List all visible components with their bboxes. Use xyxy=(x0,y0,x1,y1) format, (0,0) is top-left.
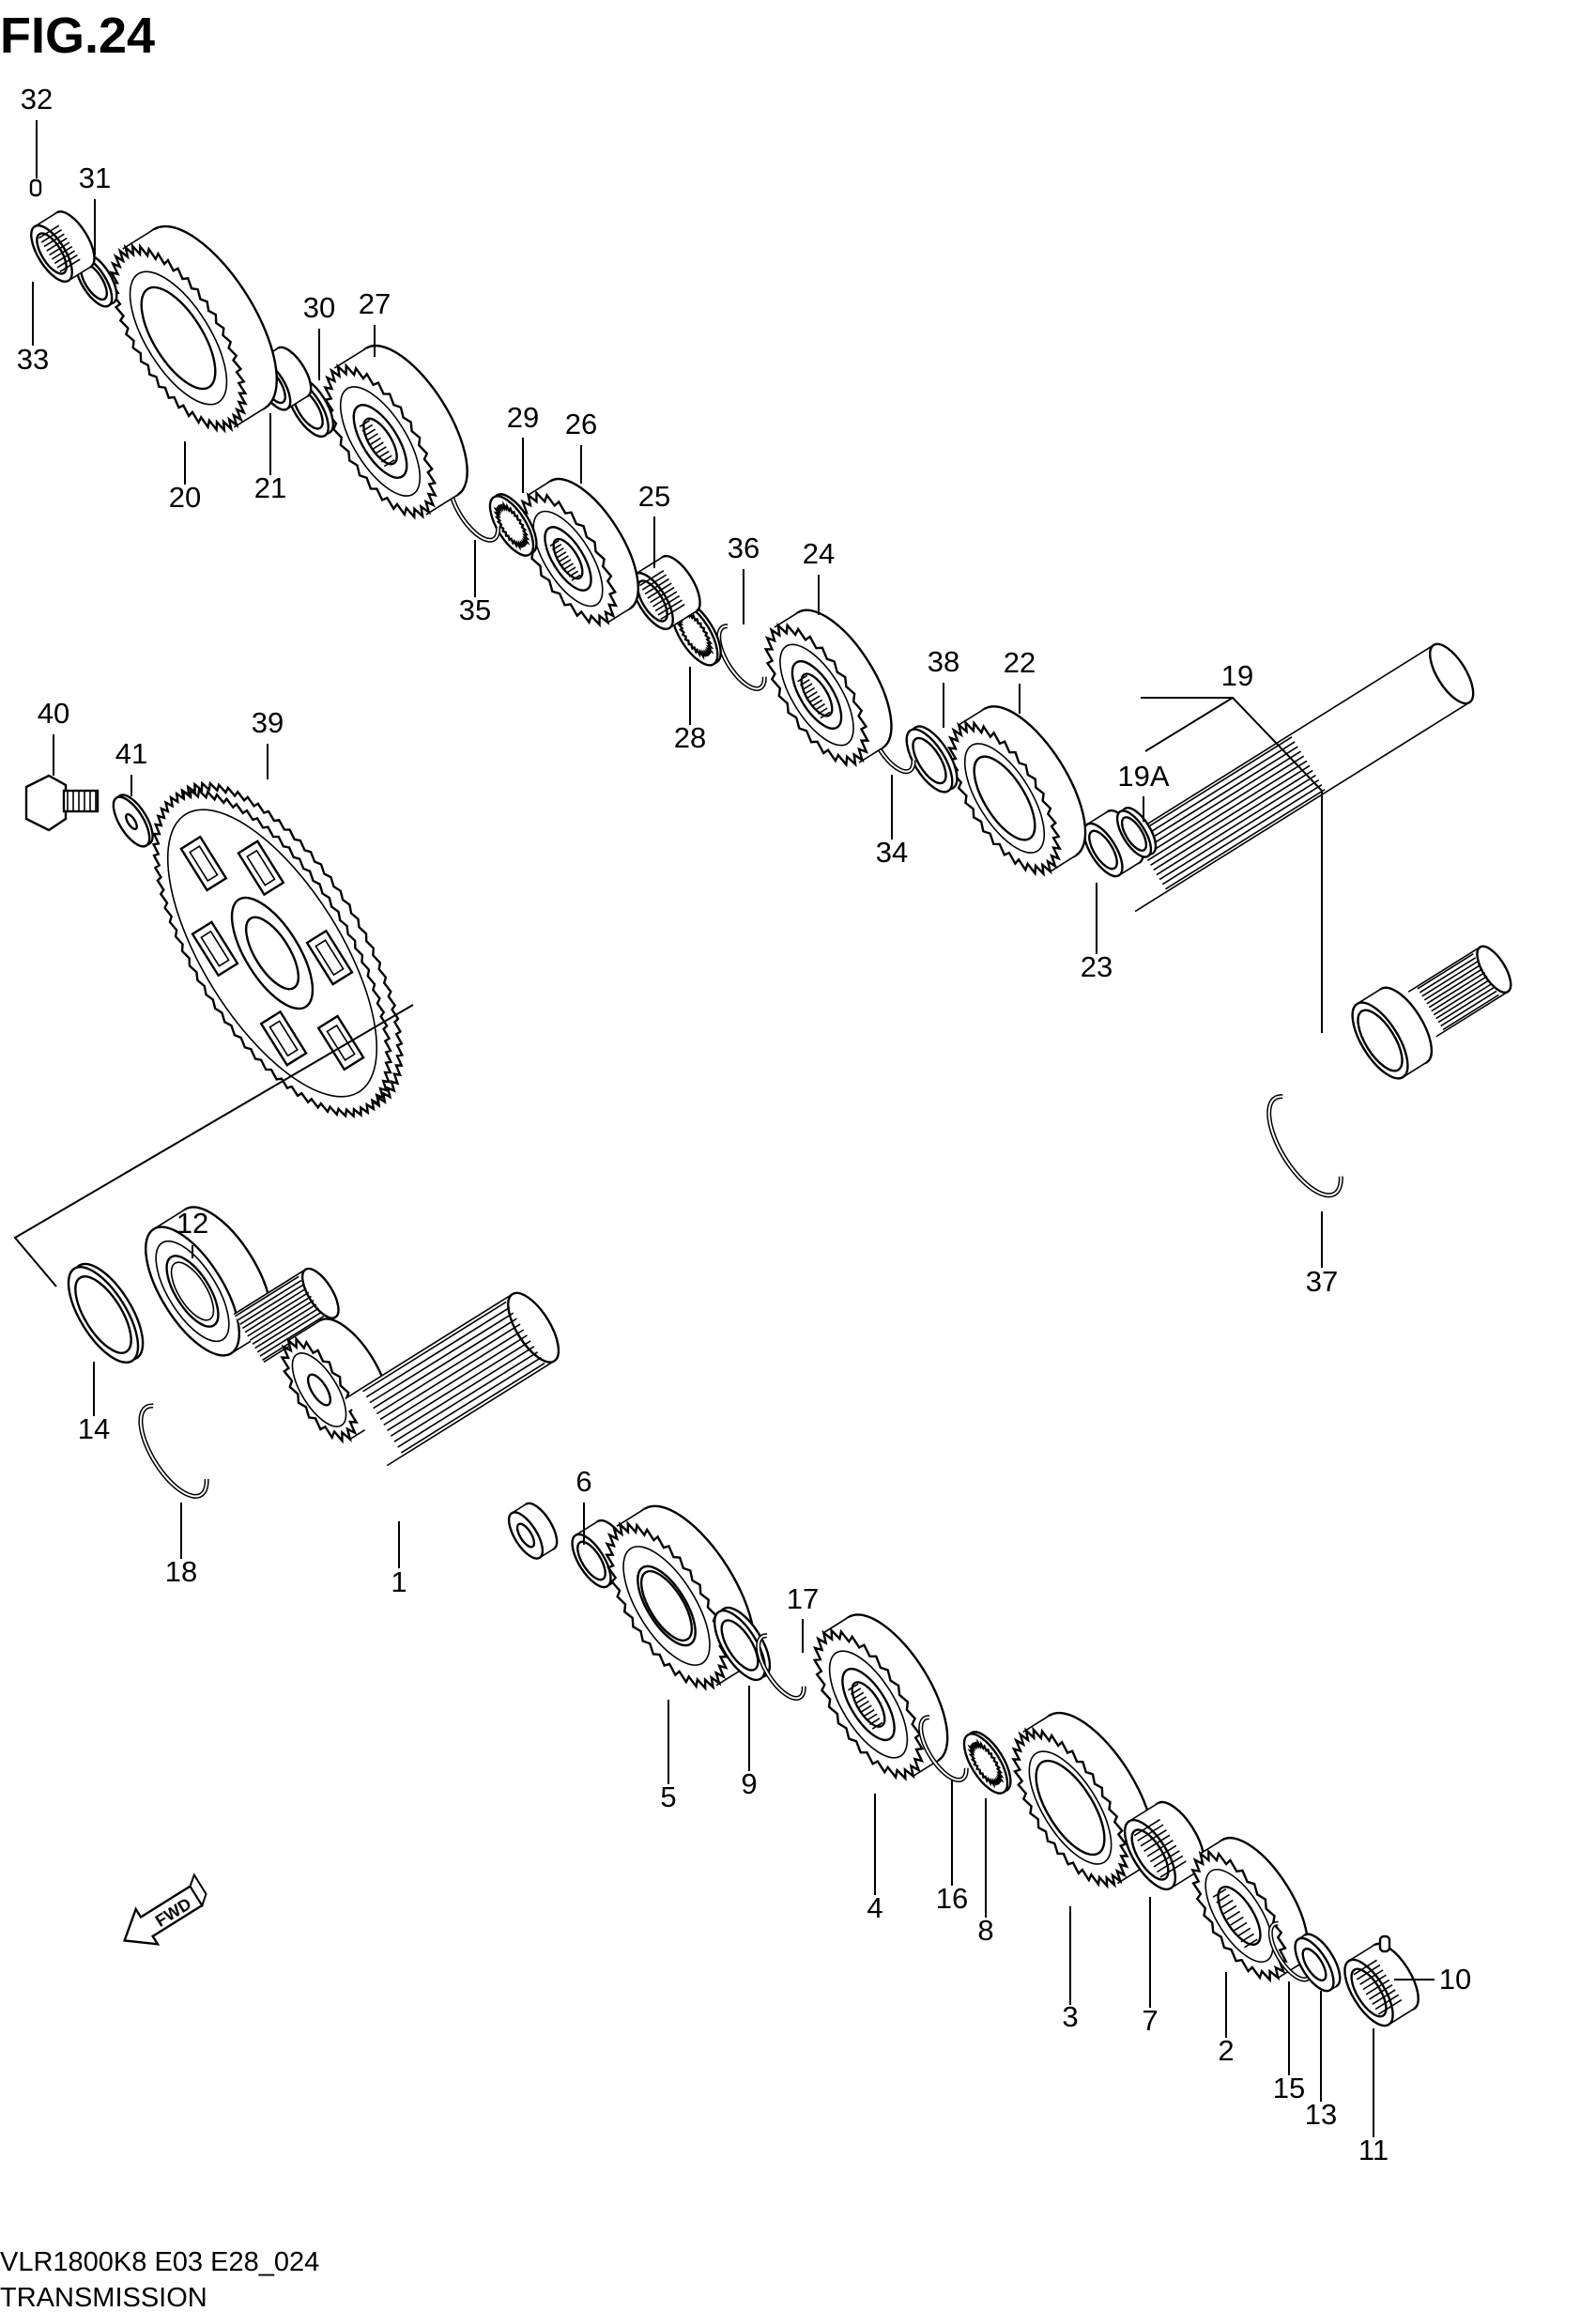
gear-24 xyxy=(763,609,893,768)
callout-31: 31 xyxy=(79,162,111,194)
callout-1: 1 xyxy=(391,1565,407,1598)
callout-23: 23 xyxy=(1081,950,1113,983)
callout-12: 12 xyxy=(176,1207,208,1240)
circlip-16 xyxy=(918,1715,969,1782)
callout-22: 22 xyxy=(1004,646,1036,679)
gear-26 xyxy=(517,477,640,628)
callout-8: 8 xyxy=(977,1914,993,1947)
callout-40: 40 xyxy=(38,697,69,730)
gear-20 xyxy=(109,224,278,434)
gear-2 xyxy=(1190,1836,1310,1983)
callout-18: 18 xyxy=(165,1555,197,1588)
c-ring-37 xyxy=(1266,1094,1343,1198)
callout-28: 28 xyxy=(674,721,706,754)
callout-17: 17 xyxy=(787,1582,819,1615)
bracket-19 xyxy=(1141,697,1323,1033)
callout-3: 3 xyxy=(1062,2000,1078,2033)
callout-27: 27 xyxy=(359,287,391,320)
callout-32: 32 xyxy=(21,83,53,116)
callout-19a: 19A xyxy=(1117,760,1169,793)
bolt-40 xyxy=(24,774,100,832)
model-code: VLR1800K8 E03 E28_024 xyxy=(0,2247,319,2277)
shaft-19-collar xyxy=(1351,986,1434,1080)
shaft-1-end xyxy=(507,1502,559,1560)
callout-11: 11 xyxy=(1358,2134,1389,2166)
circlip-17 xyxy=(756,1633,806,1701)
gear-27 xyxy=(323,344,468,520)
callout-24: 24 xyxy=(803,537,835,570)
callout-21: 21 xyxy=(254,471,286,504)
callout-19: 19 xyxy=(1221,659,1253,692)
callout-37: 37 xyxy=(1306,1265,1338,1298)
callout-2: 2 xyxy=(1218,2034,1234,2067)
callout-29: 29 xyxy=(507,401,539,434)
part-drawings xyxy=(13,178,1512,2027)
oil-seal-14 xyxy=(67,1262,145,1364)
shaft-19 xyxy=(1098,642,1475,913)
callout-13: 13 xyxy=(1305,2098,1337,2131)
callout-38: 38 xyxy=(928,645,959,678)
callout-41: 41 xyxy=(115,737,147,770)
pin-32 xyxy=(29,178,42,197)
lock-washer-29 xyxy=(488,493,538,557)
callout-26: 26 xyxy=(565,408,597,440)
pin-10 xyxy=(1378,1934,1391,1953)
callout-10: 10 xyxy=(1439,1963,1471,1996)
callout-20: 20 xyxy=(169,481,201,514)
section-name: TRANSMISSION xyxy=(0,2283,207,2312)
callout-25: 25 xyxy=(638,480,670,513)
washer-9 xyxy=(713,1606,772,1682)
callout-16: 16 xyxy=(936,1882,968,1915)
callout-30: 30 xyxy=(303,291,335,324)
shaft-1-front xyxy=(233,1267,340,1364)
gear-4 xyxy=(812,1613,949,1781)
shaft-1 xyxy=(345,1291,560,1467)
callout-39: 39 xyxy=(252,706,284,739)
gear-5 xyxy=(605,1504,756,1691)
washer-38 xyxy=(905,725,959,794)
fwd-arrow-icon: FWD xyxy=(122,1873,207,1946)
bearing-12 xyxy=(144,1206,272,1357)
callout-7: 7 xyxy=(1142,2004,1158,2037)
callout-15: 15 xyxy=(1273,2072,1305,2104)
callout-36: 36 xyxy=(728,532,760,564)
callout-4: 4 xyxy=(867,1891,882,1924)
c-ring-18 xyxy=(138,1403,209,1499)
figure-title: FIG.24 xyxy=(0,8,155,64)
leader-lines xyxy=(32,120,1435,2137)
circlip-36 xyxy=(716,624,767,691)
gear-39 xyxy=(151,780,405,1119)
callout-33: 33 xyxy=(17,343,49,376)
gear-22 xyxy=(946,705,1087,877)
washer-19a xyxy=(1115,807,1158,858)
washer-13 xyxy=(1294,1933,1342,1993)
bearing-7 xyxy=(1123,1800,1205,1891)
callout-34: 34 xyxy=(876,836,908,869)
callout-5: 5 xyxy=(660,1780,676,1813)
washer-41 xyxy=(112,794,154,848)
connection-line xyxy=(13,1004,414,1287)
bearing-25 xyxy=(631,554,701,631)
callout-35: 35 xyxy=(459,593,491,626)
callout-9: 9 xyxy=(741,1767,757,1800)
shaft-19-end xyxy=(1407,945,1512,1038)
callout-14: 14 xyxy=(78,1412,110,1445)
callout-6: 6 xyxy=(575,1465,591,1498)
bearing-33 xyxy=(30,210,96,284)
lock-washer-8 xyxy=(962,1731,1012,1795)
bearing-11 xyxy=(1343,1942,1420,2027)
